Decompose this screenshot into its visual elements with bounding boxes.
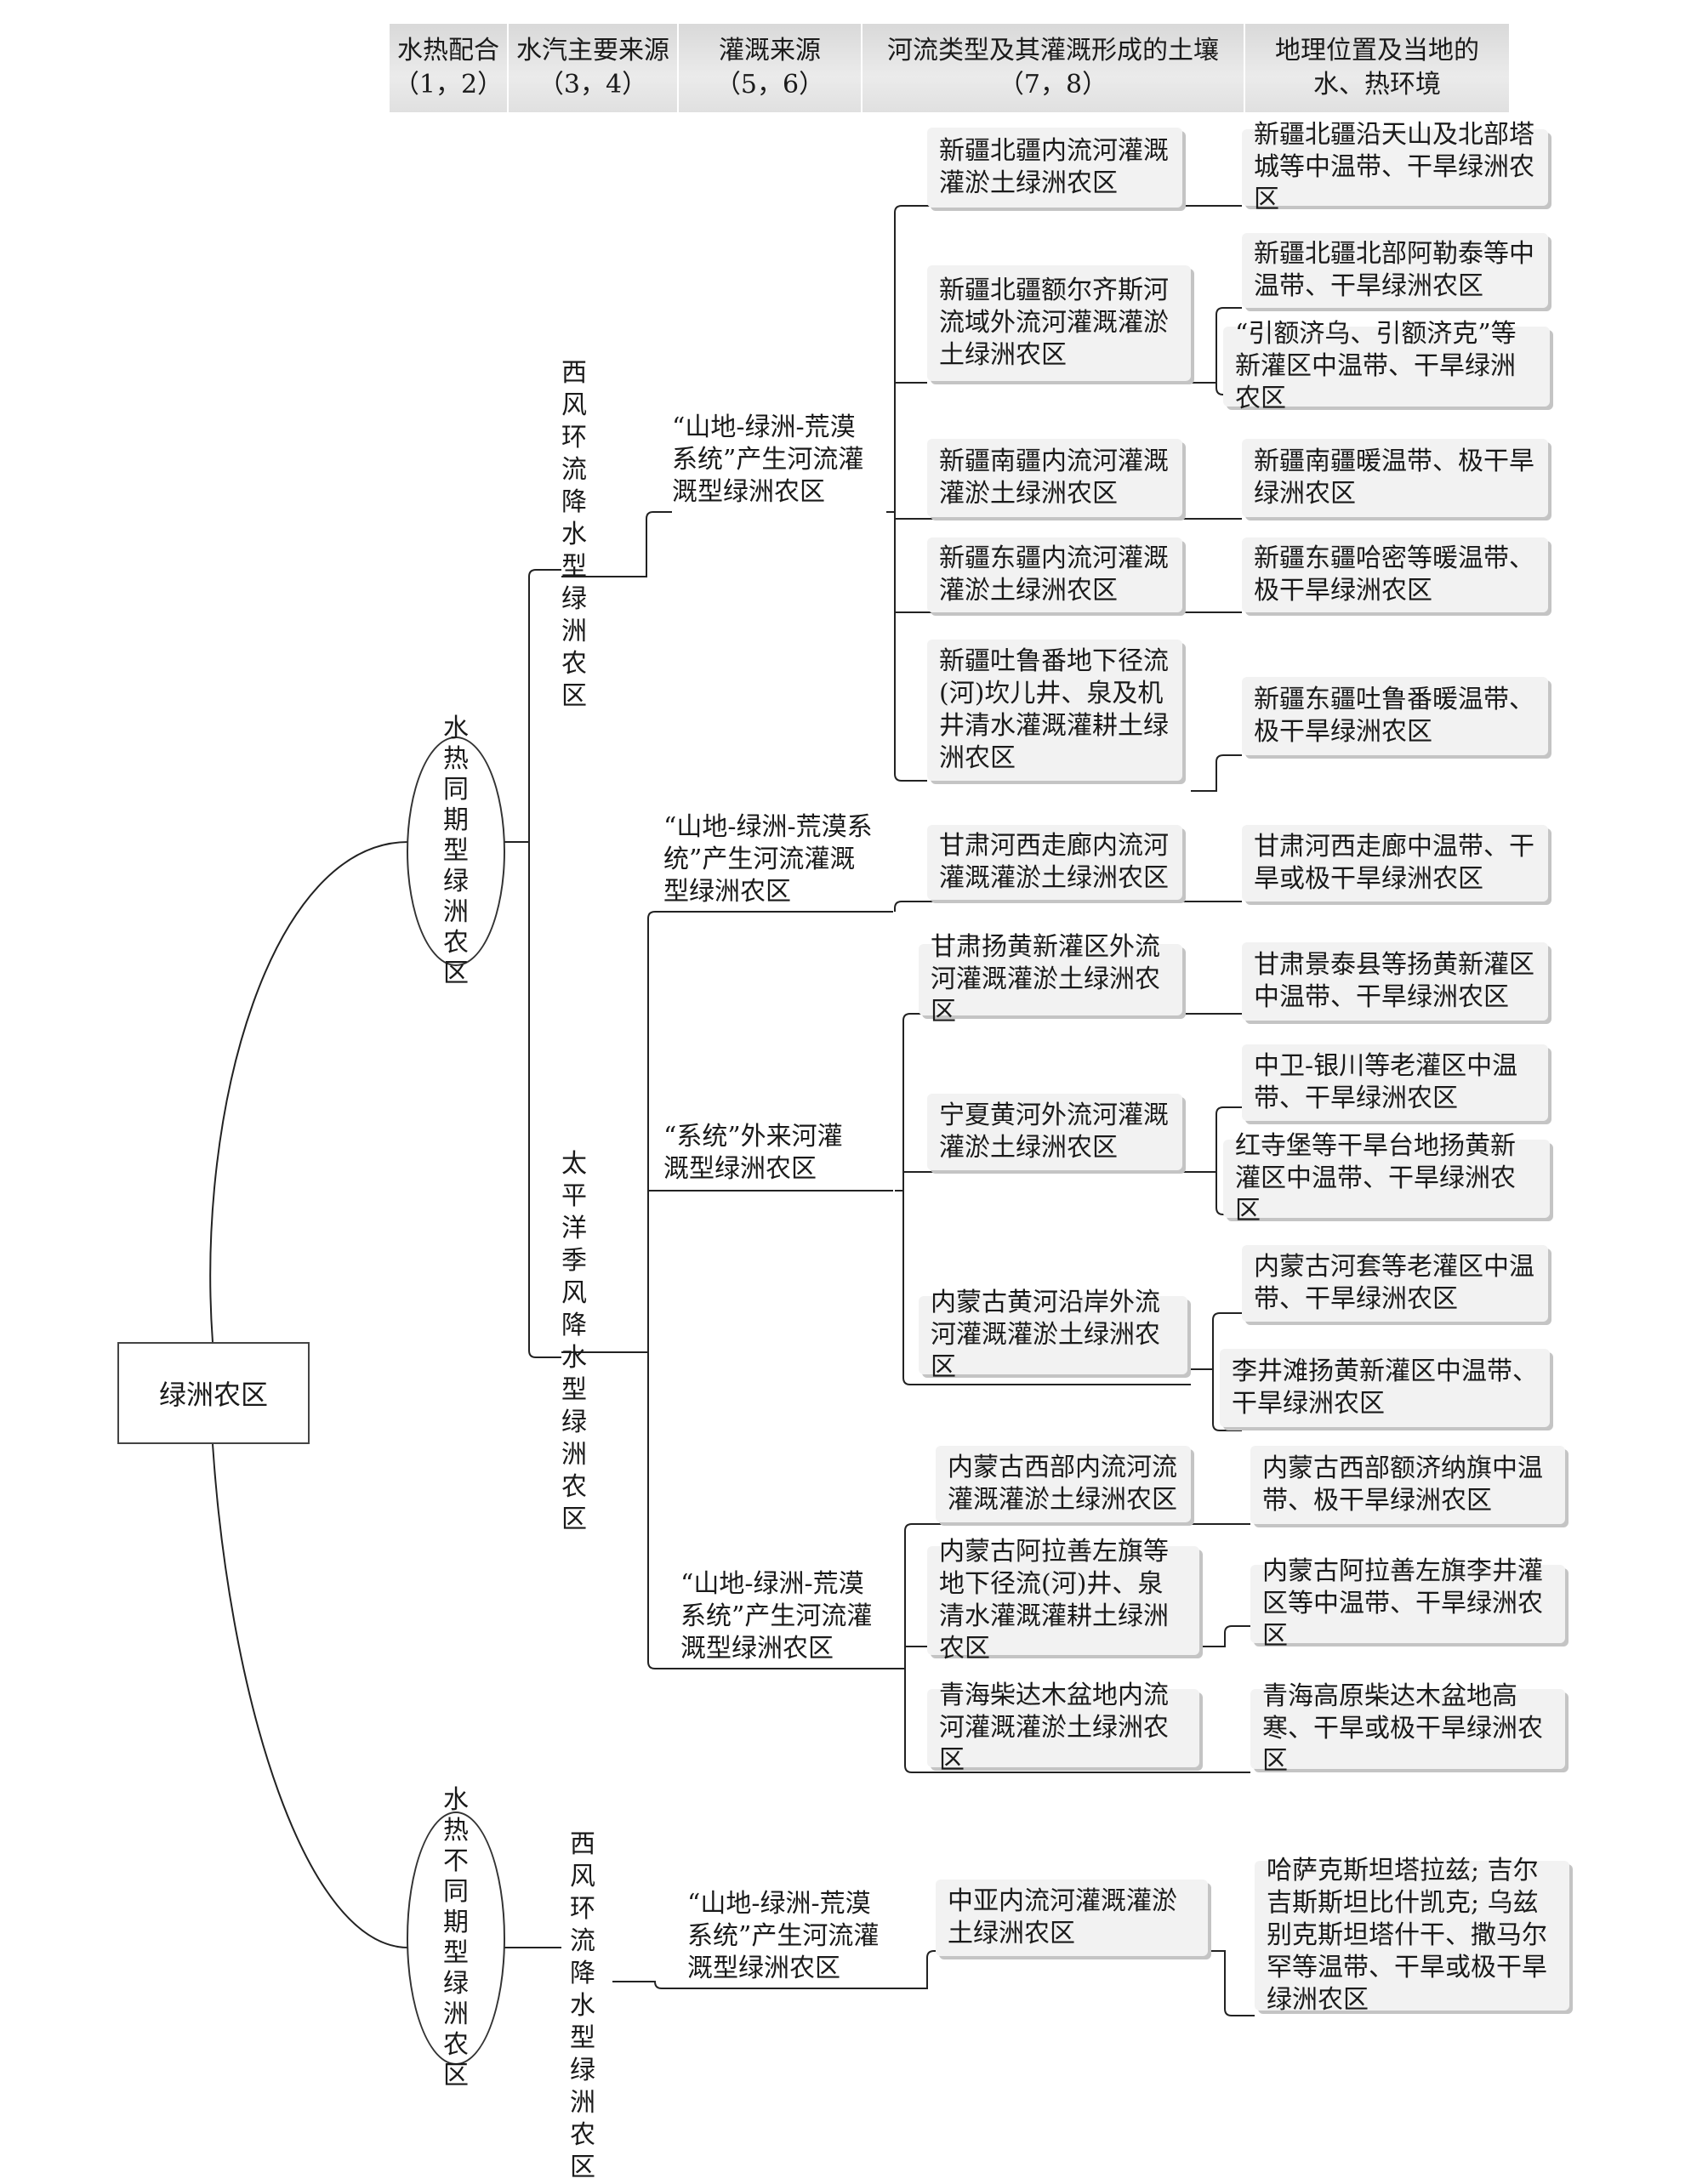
header-location-title: 地理位置及当地的	[1275, 36, 1479, 65]
header-irrigation-source-sub: （5，6）	[715, 70, 825, 100]
connector-r8-g	[1191, 1106, 1242, 1215]
geo-box-g6: 新疆东疆吐鲁番暖温带、极干旱绿洲农区	[1242, 677, 1548, 755]
connector-root-diff	[212, 1443, 409, 1948]
geo-box-g15: 青海高原柴达木盆地高寒、干旱或极干旱绿洲农区	[1250, 1681, 1565, 1776]
connector-s4-rivers	[885, 1523, 1199, 1773]
geo-box-g14: 内蒙古阿拉善左旗李井灌区等中温带、干旱绿洲农区	[1250, 1556, 1565, 1651]
connector-root-same	[209, 841, 409, 1343]
river-box-r5: 新疆吐鲁番地下径流(河)坎儿井、泉及机井清水灌溉灌耕土绿洲农区	[927, 640, 1182, 781]
connector-r5-g6	[1191, 754, 1242, 792]
geo-box-g13: 内蒙古西部额济纳旗中温带、极干旱绿洲农区	[1250, 1446, 1565, 1524]
header-irrigation-source: 灌溉来源 （5，6）	[679, 24, 861, 112]
geo-box-g16: 哈萨克斯坦塔拉兹; 吉尔吉斯斯坦比什凯克; 乌兹别克斯坦塔什干、撒马尔罕等温带、…	[1255, 1856, 1569, 2015]
river-box-r1: 新疆北疆内流河灌溉灌淤土绿洲农区	[927, 128, 1182, 208]
header-river-soil-sub: （7，8）	[998, 70, 1108, 100]
system-type-1: “山地-绿洲-荒漠系统”产生河流灌溉型绿洲农区	[672, 412, 864, 507]
river-box-r7: 甘肃扬黄新灌区外流河灌溉灌淤土绿洲农区	[919, 932, 1182, 1027]
connector-r9-g	[1191, 1312, 1242, 1431]
geo-box-g8: 甘肃景泰县等扬黄新灌区中温带、干旱绿洲农区	[1242, 942, 1548, 1021]
connector-s5-r13	[900, 1950, 1208, 1989]
header-vapor-source: 水汽主要来源 （3，4）	[509, 24, 677, 112]
geo-box-g5: 新疆东疆哈密等暖温带、极干旱绿洲农区	[1242, 537, 1548, 612]
header-vapor-source-title: 水汽主要来源	[516, 36, 669, 65]
header-vapor-source-sub: （3，4）	[538, 70, 648, 100]
geo-box-g12: 李井滩扬黄新灌区中温带、干旱绿洲农区	[1220, 1349, 1550, 1427]
river-box-r12: 青海柴达木盆地内流河灌溉灌淤土绿洲农区	[927, 1681, 1199, 1775]
header-irrigation-source-title: 灌溉来源	[719, 36, 821, 65]
system-type-3: “系统”外来河灌溉型绿洲农区	[663, 1122, 843, 1184]
header-water-heat: 水热配合 （1，2）	[390, 24, 507, 112]
geo-box-g7: 甘肃河西走廊中温带、干旱或极干旱绿洲农区	[1242, 825, 1548, 901]
connector-same-sources	[504, 569, 561, 1358]
connector-west2-s5	[612, 1981, 927, 1989]
river-box-r8: 宁夏黄河外流河灌溉灌淤土绿洲农区	[927, 1094, 1182, 1170]
system-type-5: “山地-绿洲-荒漠系统”产生河流灌溉型绿洲农区	[687, 1889, 880, 1983]
geo-box-g3: “引额济乌、引额济克”等新灌区中温带、干旱绿洲农区	[1223, 319, 1550, 413]
geo-box-g9: 中卫-银川等老灌区中温带、干旱绿洲农区	[1242, 1044, 1548, 1121]
westerly-source-2: 西风环流降水型绿洲农区	[570, 1829, 595, 2182]
header-location: 地理位置及当地的 水、热环境	[1245, 24, 1509, 112]
header-water-heat-sub: （1，2）	[393, 70, 504, 100]
header-water-heat-title: 水热配合	[397, 36, 499, 65]
connector-s1-rivers	[886, 205, 1191, 782]
same-period-ellipse: 水热同期型绿洲农区	[407, 714, 505, 988]
westerly-source-1: 西风环流降水型绿洲农区	[561, 358, 587, 711]
river-box-r11: 内蒙古阿拉善左旗等地下径流(河)井、泉清水灌溉灌耕土绿洲农区	[927, 1537, 1199, 1664]
river-box-r4: 新疆东疆内流河灌溉灌淤土绿洲农区	[927, 537, 1182, 612]
river-box-r9: 内蒙古黄河沿岸外流河灌溉灌淤土绿洲农区	[919, 1288, 1187, 1382]
system-type-4: “山地-绿洲-荒漠系统”产生河流灌溉型绿洲农区	[680, 1569, 873, 1664]
connector-lines	[209, 205, 1255, 2016]
root-oasis-agricultural-area: 绿洲农区	[117, 1342, 310, 1444]
header-river-soil: 河流类型及其灌溉形成的土壤 （7，8）	[863, 24, 1244, 112]
header-location-sub: 水、热环境	[1313, 70, 1441, 100]
river-box-r13: 中亚内流河灌溉灌淤土绿洲农区	[936, 1880, 1208, 1956]
connector-r11-g14	[1199, 1625, 1250, 1647]
geo-box-g11: 内蒙古河套等老灌区中温带、干旱绿洲农区	[1242, 1245, 1548, 1322]
different-period-label: 水热不同期型绿洲农区	[443, 1785, 469, 2090]
header-river-soil-title: 河流类型及其灌溉形成的土壤	[887, 36, 1219, 65]
connector-r13-g16	[1208, 1950, 1255, 2016]
geo-box-g1: 新疆北疆沿天山及北部塔城等中温带、干旱绿洲农区	[1242, 120, 1548, 214]
river-box-r6: 甘肃河西走廊内流河灌溉灌淤土绿洲农区	[927, 825, 1182, 900]
system-type-2: “山地-绿洲-荒漠系统”产生河流灌溉型绿洲农区	[663, 812, 873, 907]
geo-box-g4: 新疆南疆暖温带、极干旱绿洲农区	[1242, 439, 1548, 517]
river-box-r2: 新疆北疆额尔齐斯河流域外流河灌溉灌淤土绿洲农区	[927, 265, 1191, 381]
different-period-ellipse: 水热不同期型绿洲农区	[407, 1785, 505, 2090]
river-box-r10: 内蒙古西部内流河流灌溉灌淤土绿洲农区	[936, 1446, 1191, 1522]
river-box-r3: 新疆南疆内流河灌溉灌淤土绿洲农区	[927, 439, 1182, 517]
geo-box-g2: 新疆北疆北部阿勒泰等中温带、干旱绿洲农区	[1242, 233, 1548, 308]
connector-pacific	[561, 911, 893, 1669]
same-period-label: 水热同期型绿洲农区	[443, 714, 469, 988]
connector-r2-g	[1191, 307, 1242, 395]
pacific-monsoon-source: 太平洋季风降水型绿洲农区	[561, 1149, 587, 1534]
connector-s2-r6	[894, 901, 1191, 912]
connector-west1-s1	[561, 511, 672, 577]
connector-s3-rivers	[895, 1013, 1191, 1385]
geo-box-g10: 红寺堡等干旱台地扬黄新灌区中温带、干旱绿洲农区	[1223, 1131, 1550, 1226]
